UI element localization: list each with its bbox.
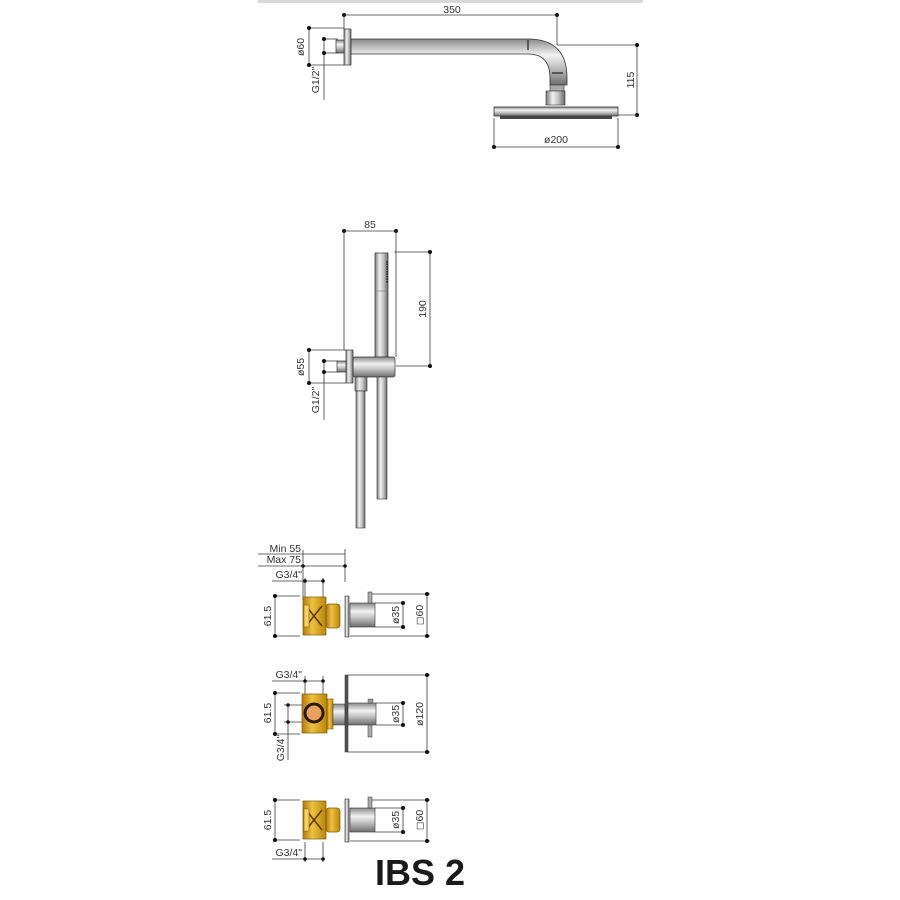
dim-drop-height: 115 <box>625 71 637 88</box>
dim-body-height: 61.5 <box>262 810 274 831</box>
thermostat: G3/4" 61.5 G3/4" ø35 <box>262 669 430 761</box>
dim-body-height: 61.5 <box>262 606 274 627</box>
dim-knob-diameter: ø35 <box>390 606 402 624</box>
dim-rosette: ◻60 <box>414 605 426 626</box>
dim-rosette: ø120 <box>414 702 426 726</box>
dim-max-depth: Max 75 <box>267 554 302 566</box>
dim-thread: G1/2" <box>310 386 322 413</box>
dim-thread: G1/2" <box>310 66 322 93</box>
dim-arm-length: 350 <box>443 4 461 16</box>
dim-knob-diameter: ø35 <box>390 705 402 723</box>
dim-flange-diameter: ø55 <box>295 358 307 376</box>
hand-shower: 85 190 ø55 G1/2" <box>295 219 432 529</box>
dim-handle-height: 190 <box>417 300 429 318</box>
overhead-shower: 350 ø60 G1/2" 115 ø <box>295 4 639 149</box>
stop-valve-upper: Min 55 Max 75 G3/4" 61.5 ø35 <box>258 543 430 638</box>
dim-min-depth: Min 55 <box>269 543 301 555</box>
stop-valve-lower: 61.5 G3/4" ø35 ◻60 <box>262 796 430 862</box>
dim-projection: 85 <box>364 219 376 231</box>
dim-head-diameter: ø200 <box>544 134 568 146</box>
product-title: IBS 2 <box>375 852 465 893</box>
dim-rosette: ◻60 <box>414 810 426 831</box>
dim-thread: G3/4" <box>276 847 303 859</box>
dim-thread: G3/4" <box>276 569 303 581</box>
dim-thread-side: G3/4" <box>275 734 287 761</box>
dim-body-height: 61.5 <box>262 703 274 724</box>
dim-flange-diameter: ø60 <box>295 38 307 56</box>
dim-thread-top: G3/4" <box>276 669 303 681</box>
top-bar <box>258 0 643 3</box>
dim-knob-diameter: ø35 <box>390 811 402 829</box>
